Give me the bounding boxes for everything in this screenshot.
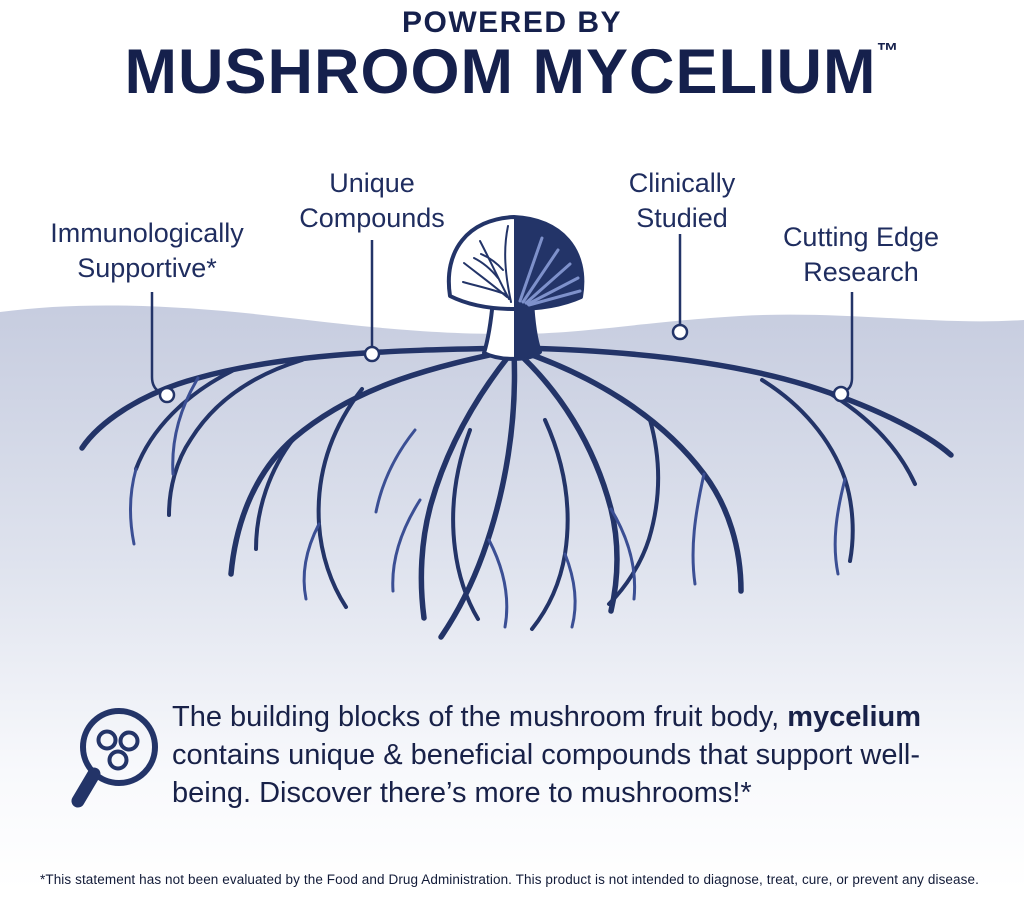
- mycelium-roots: [79, 345, 954, 640]
- callout-label: Research: [803, 257, 919, 287]
- callout-immunologically-supportive: Immunologically Supportive*: [22, 216, 272, 286]
- mushroom-stem-right-fill: [514, 303, 540, 358]
- callout-clinically-studied: Clinically Studied: [592, 166, 772, 236]
- callout-unique-compounds: Unique Compounds: [282, 166, 462, 236]
- body-text-before: The building blocks of the mushroom frui…: [172, 701, 788, 733]
- callout-cutting-edge-research: Cutting Edge Research: [766, 220, 956, 290]
- body-text-after: contains unique & beneficial compounds t…: [172, 739, 921, 809]
- callout-label: Compounds: [299, 203, 445, 233]
- leader-immunologically: [150, 292, 161, 394]
- callout-label: Clinically: [628, 168, 736, 198]
- callout-label: Immunologically: [50, 218, 244, 248]
- ground: [0, 305, 1024, 897]
- title-text: MUSHROOM MYCELIUM: [124, 37, 877, 107]
- fda-disclaimer: *This statement has not been evaluated b…: [40, 872, 979, 887]
- body-paragraph: The building blocks of the mushroom frui…: [172, 698, 990, 812]
- mushroom-illustration: [446, 215, 585, 361]
- body-highlight-mycelium: mycelium: [787, 701, 922, 733]
- mushroom-gills: [518, 236, 582, 307]
- callout-dots: [158, 323, 850, 404]
- callout-label: Unique: [329, 168, 415, 198]
- callout-label: Cutting Edge: [782, 222, 940, 252]
- page-title: MUSHROOM MYCELIUM™: [0, 36, 1024, 108]
- kicker: POWERED BY: [401, 6, 623, 39]
- callout-label: Studied: [636, 203, 728, 233]
- trademark: ™: [876, 38, 900, 63]
- magnifier-molecules-icon: [71, 708, 158, 808]
- callout-label: Supportive*: [77, 253, 217, 283]
- mushroom-veins: [462, 225, 512, 303]
